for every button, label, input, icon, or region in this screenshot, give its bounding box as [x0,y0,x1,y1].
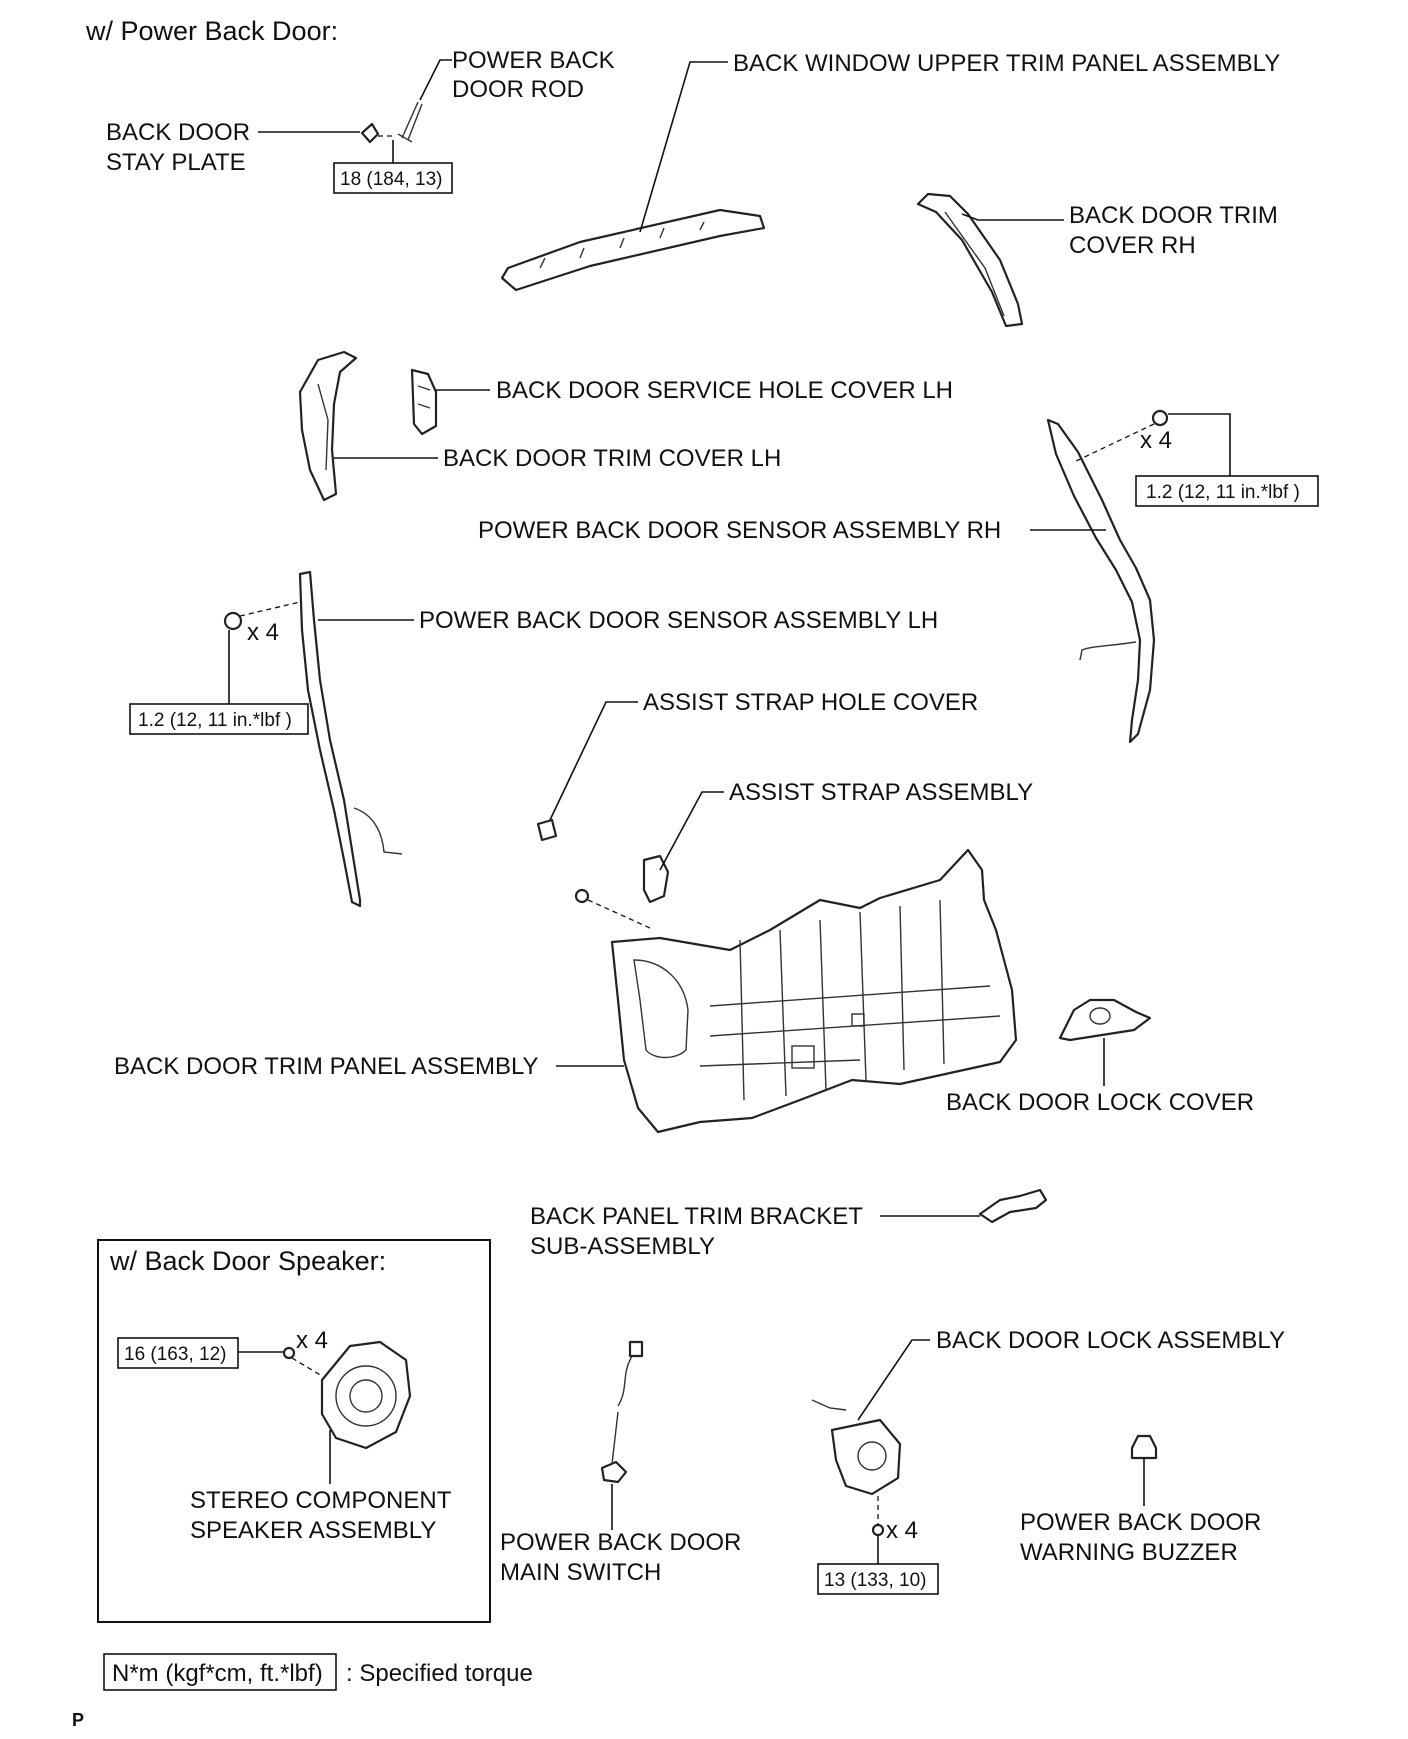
leader-upper-trim [639,61,728,233]
leader-lock-assembly [857,1339,930,1421]
label-trim-cover-rh-1: BACK DOOR TRIM [1069,202,1278,229]
leader-rod [419,59,452,101]
lock-cover-part [1058,998,1152,1042]
qty-speaker: x 4 [296,1327,328,1354]
dash-speaker [291,1357,323,1377]
bolt-sensor-lh [223,611,243,631]
qty-sensor-rh: x 4 [1140,427,1172,454]
trim-cover-lh-part [298,350,358,502]
torque-sensor-lh: 1.2 (12, 11 in.*lbf ) [138,710,292,731]
bolt-assist-strap [574,888,590,904]
torque-box-stay-plate [333,162,453,194]
trim-bracket-part [978,1188,1048,1224]
qty-sensor-lh: x 4 [247,619,279,646]
torque-sensor-rh: 1.2 (12, 11 in.*lbf ) [1146,482,1300,503]
service-hole-cover-lh-part [410,368,438,436]
torque-box-sensor-rh [1135,475,1319,507]
sensor-lh-part [298,570,403,908]
bolt-lock [871,1523,885,1537]
label-power-back-door-rod-2: DOOR ROD [452,76,584,103]
legend-torque-box [103,1653,337,1691]
bolt-speaker [282,1346,296,1360]
label-back-window-upper-trim: BACK WINDOW UPPER TRIM PANEL ASSEMBLY [733,50,1280,77]
label-assist-strap-hole-cover: ASSIST STRAP HOLE COVER [643,689,978,716]
legend-unit: N*m (kgf*cm, ft.*lbf) [112,1660,323,1687]
label-trim-panel-assembly: BACK DOOR TRIM PANEL ASSEMBLY [114,1053,539,1080]
torque-box-lock [817,1563,939,1595]
label-main-switch-2: MAIN SWITCH [500,1559,661,1586]
dash-assist-strap [587,899,651,929]
power-back-door-rod-part [397,101,423,143]
leader-trim-cover-rh [961,213,1064,221]
main-switch-part [600,1340,644,1484]
back-window-upper-trim-part [500,208,766,292]
leader-assist-strap-assembly [659,791,724,871]
label-service-hole-cover-lh: BACK DOOR SERVICE HOLE COVER LH [496,377,953,404]
label-warning-buzzer-1: POWER BACK DOOR [1020,1509,1261,1536]
label-sensor-rh: POWER BACK DOOR SENSOR ASSEMBLY RH [478,517,1001,544]
main-heading: w/ Power Back Door: [85,16,338,46]
speaker-section-heading: w/ Back Door Speaker: [109,1246,386,1276]
lock-assembly-part [811,1399,902,1496]
assist-strap-hole-cover-part [536,818,558,842]
trim-panel-assembly-part [610,848,1018,1134]
label-sensor-lh: POWER BACK DOOR SENSOR ASSEMBLY LH [419,607,938,634]
speaker-assembly-part [320,1340,412,1450]
trim-cover-rh-part [916,192,1024,328]
dash-sensor-rh [1073,423,1155,463]
legend-meaning: : Specified torque [346,1660,533,1687]
footer-code: P [72,1710,84,1730]
torque-lock: 13 (133, 10) [824,1570,926,1591]
label-lock-cover: BACK DOOR LOCK COVER [946,1089,1254,1116]
torque-stay-plate: 18 (184, 13) [340,169,442,190]
label-stay-plate-2: STAY PLATE [106,149,246,176]
qty-lock: x 4 [886,1517,918,1544]
label-speaker-assembly-1: STEREO COMPONENT [190,1487,452,1514]
label-warning-buzzer-2: WARNING BUZZER [1020,1539,1238,1566]
torque-box-sensor-lh [129,703,309,735]
dash-sensor-lh [239,601,301,617]
torque-speaker: 16 (163, 12) [124,1344,226,1365]
bolt-sensor-rh [1151,409,1169,427]
leader-assist-strap-hole-cover [549,701,638,821]
label-main-switch-1: POWER BACK DOOR [500,1529,741,1556]
label-lock-assembly: BACK DOOR LOCK ASSEMBLY [936,1327,1285,1354]
label-power-back-door-rod-1: POWER BACK [452,47,615,74]
torque-box-speaker [117,1337,239,1369]
label-trim-cover-lh: BACK DOOR TRIM COVER LH [443,445,781,472]
speaker-section-frame [97,1239,491,1623]
warning-buzzer-part [1130,1434,1158,1460]
label-assist-strap-assembly: ASSIST STRAP ASSEMBLY [729,779,1033,806]
label-stay-plate-1: BACK DOOR [106,119,250,146]
label-speaker-assembly-2: SPEAKER ASSEMBLY [190,1517,436,1544]
leader-torque-sensor-rh [1168,413,1231,476]
sensor-rh-part [1046,418,1156,744]
label-trim-bracket-1: BACK PANEL TRIM BRACKET [530,1203,863,1230]
stay-plate-part [360,122,380,144]
label-trim-cover-rh-2: COVER RH [1069,232,1196,259]
label-trim-bracket-2: SUB-ASSEMBLY [530,1233,715,1260]
